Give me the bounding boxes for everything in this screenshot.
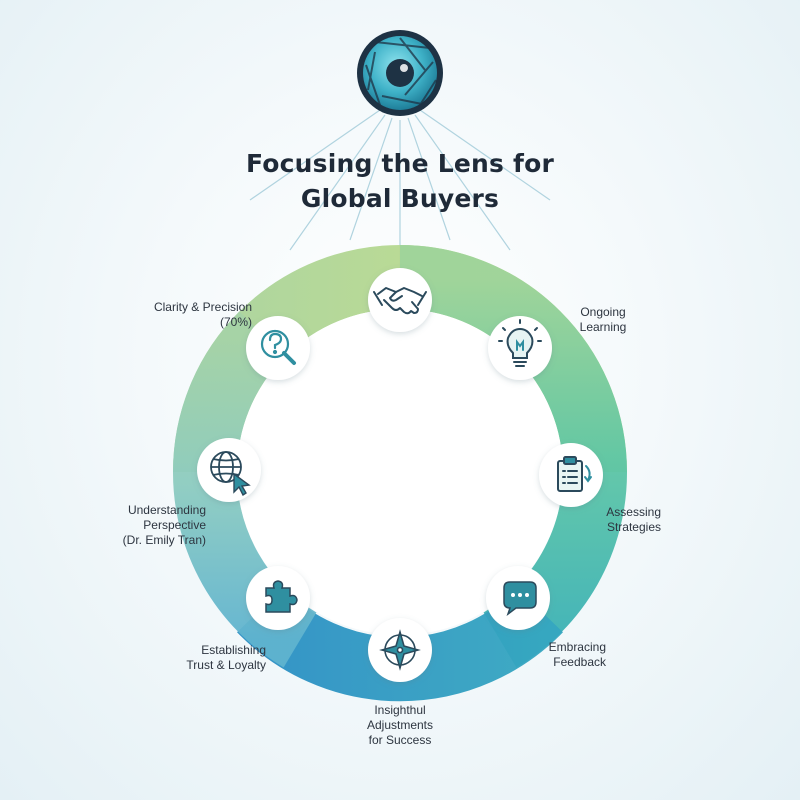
label-clarity-precision: Clarity & Precision (70%) bbox=[153, 300, 252, 329]
handshake-icon bbox=[373, 287, 427, 315]
label-understanding-perspective: Understanding Perspective (Dr. Emily Tra… bbox=[122, 503, 206, 547]
label-assessing-strategies: Assessing Strategies bbox=[606, 505, 661, 534]
puzzle-piece-icon bbox=[265, 580, 298, 613]
light-rays bbox=[249, 109, 551, 268]
label-establishing-trust: Establishing Trust & Loyalty bbox=[186, 643, 266, 672]
lens-aperture-icon bbox=[357, 30, 443, 116]
clipboard-icon bbox=[557, 456, 592, 492]
compass-icon bbox=[379, 629, 421, 671]
label-embracing-feedback: Embracing Feedback bbox=[548, 640, 606, 669]
chat-bubble-icon bbox=[503, 581, 537, 617]
globe-cursor-icon bbox=[210, 451, 251, 497]
lightbulb-icon bbox=[498, 319, 542, 367]
label-ongoing-learning: Ongoing Learning bbox=[579, 305, 627, 334]
question-magnifier-icon bbox=[260, 329, 296, 365]
title-line-1: Focusing the Lens for bbox=[246, 149, 554, 178]
connector-dots bbox=[265, 335, 535, 609]
label-insighthul-adjustments: Insighthul Adjustments for Success bbox=[366, 703, 434, 747]
title-line-2: Global Buyers bbox=[300, 184, 500, 213]
diagram-title: Focusing the Lens for Global Buyers bbox=[0, 146, 800, 216]
